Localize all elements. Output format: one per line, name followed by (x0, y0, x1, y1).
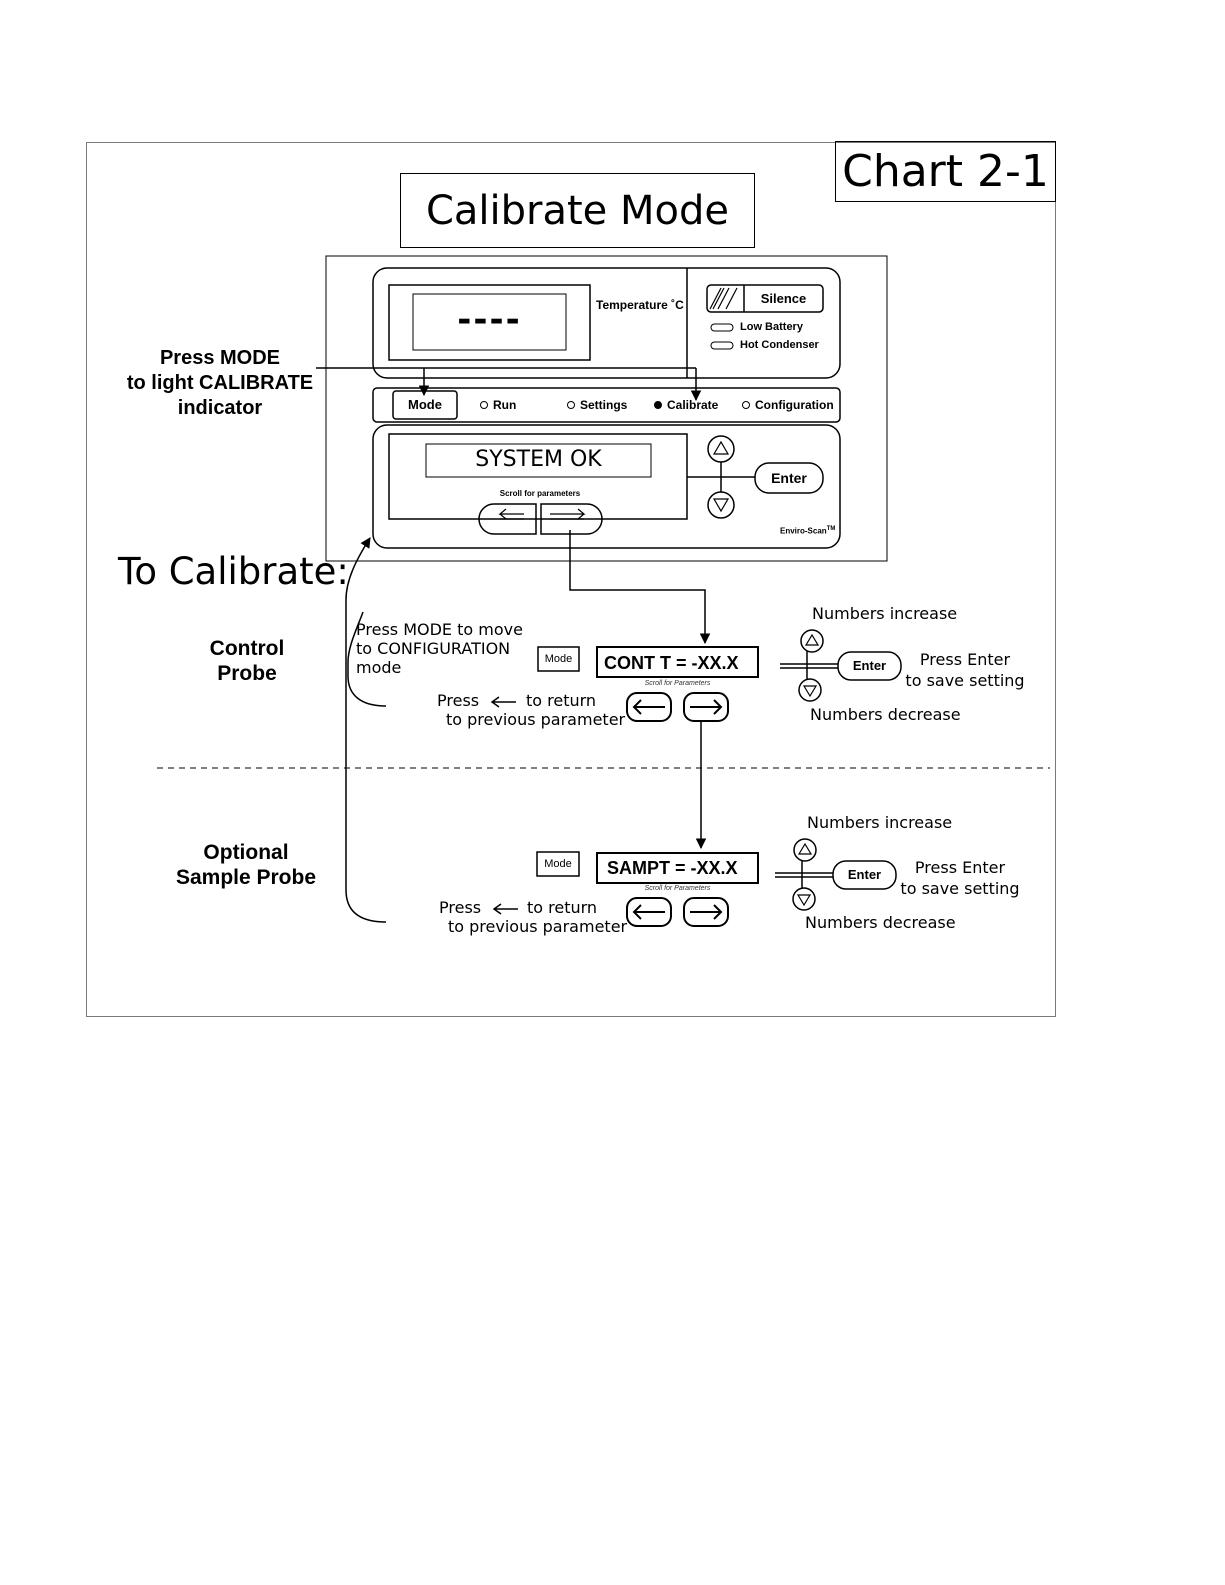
settings-indicator-label: Settings (580, 398, 628, 412)
scroll-right-arrow-icon (550, 508, 586, 520)
control-scroll-label: Scroll for Parameters (644, 680, 711, 687)
control-numbers-decrease: Numbers decrease (810, 705, 961, 724)
hot-condenser-label: Hot Condenser (740, 339, 819, 351)
mode-title: Calibrate Mode (400, 173, 755, 248)
mode-strip (372, 387, 841, 423)
control-enter-button (837, 651, 902, 681)
panel-outline (325, 255, 888, 562)
control-down-icon (802, 685, 818, 698)
sample-down-button (792, 887, 816, 911)
control-return-curve (347, 611, 387, 707)
return-to-panel-arrow (345, 537, 387, 923)
control-probe-title: Control Probe (209, 637, 285, 685)
control-scroll-left-button (626, 692, 672, 722)
low-battery-led (710, 323, 734, 332)
control-display-text: CONT T = -XX.X (604, 653, 739, 673)
sample-scroll-label: Scroll for Parameters (644, 885, 711, 892)
control-right-arrow-icon (690, 699, 723, 715)
sample-return-to: to return (527, 898, 598, 917)
scroll-left-arrow-icon (498, 508, 524, 520)
panel-down-icon (712, 498, 730, 513)
control-return-press: Press (437, 691, 480, 710)
brand-label: Enviro-ScanTM (780, 526, 836, 536)
run-indicator (480, 401, 488, 409)
control-left-arrow-icon (632, 699, 665, 715)
panel-mode-label: Mode (408, 397, 442, 412)
control-display (596, 646, 759, 678)
sample-display (596, 852, 759, 884)
control-enter-note: Press Enter to save setting (905, 650, 1025, 690)
lcd-text: SYSTEM OK (475, 447, 602, 472)
sample-mode-label: Mode (544, 858, 572, 870)
control-mode-button (537, 646, 580, 672)
control-scroll-right-button (683, 692, 729, 722)
sample-up-icon (797, 842, 813, 855)
calibrate-indicator-label: Calibrate (667, 398, 719, 412)
lcd-screen (425, 443, 652, 478)
panel-enter-button (754, 462, 824, 494)
sample-scroll-right-button (683, 897, 729, 927)
sample-mode-button (536, 851, 580, 877)
sample-down-icon (796, 894, 812, 907)
panel-scroll-label: Scroll for parameters (499, 489, 581, 498)
sample-return-previous: to previous parameter (448, 917, 628, 936)
control-return-to: to return (526, 691, 597, 710)
panel-up-icon (712, 440, 730, 455)
sample-up-button (793, 838, 817, 862)
control-up-button (800, 629, 824, 653)
low-battery-label: Low Battery (740, 321, 803, 333)
configuration-indicator (742, 401, 750, 409)
scroll-left-button (478, 503, 537, 535)
panel-enter-label: Enter (771, 470, 807, 486)
sample-numbers-increase: Numbers increase (807, 813, 953, 832)
sample-left-arrow-icon (632, 904, 665, 920)
configuration-indicator-label: Configuration (755, 398, 834, 412)
control-mode-note: Press MODE to move to CONFIGURATION mode (356, 620, 523, 677)
sample-scroll-left-button (626, 897, 672, 927)
sample-inline-left-arrow-icon (492, 903, 518, 915)
sample-right-arrow-icon (690, 904, 723, 920)
to-calibrate-heading: To Calibrate: (118, 550, 349, 593)
panel-up-button (707, 435, 735, 463)
sample-enter-note: Press Enter to save setting (900, 858, 1020, 898)
hot-condenser-led (710, 341, 734, 350)
press-mode-note: Press MODE to light CALIBRATE indicator (126, 347, 314, 419)
scroll-right-button (540, 503, 603, 535)
sample-enter-button (832, 860, 897, 890)
control-numbers-increase: Numbers increase (812, 604, 958, 623)
control-up-icon (804, 633, 820, 646)
settings-indicator (567, 401, 575, 409)
temperature-readout: ---- (457, 300, 522, 340)
run-indicator-label: Run (493, 398, 517, 412)
panel-upper-housing (372, 267, 841, 379)
silence-button (706, 284, 824, 313)
control-enter-label: Enter (852, 658, 887, 673)
calibrate-indicator (654, 401, 662, 409)
control-return-previous: to previous parameter (446, 710, 626, 729)
panel-down-button (707, 491, 735, 519)
temperature-display-bezel (388, 284, 591, 361)
silence-hatch-icon (709, 287, 738, 310)
control-inline-left-arrow-icon (490, 696, 516, 708)
sample-return-press: Press (439, 898, 482, 917)
temperature-label: Temperature ˚C (596, 298, 684, 312)
sample-display-text: SAMPT = -XX.X (607, 858, 738, 878)
chart-label: Chart 2-1 (835, 141, 1056, 202)
sample-enter-label: Enter (847, 867, 882, 882)
control-down-button (798, 678, 822, 702)
control-mode-label: Mode (544, 653, 573, 665)
temperature-display (412, 293, 567, 351)
sample-probe-title: Optional Sample Probe (175, 841, 317, 889)
silence-label: Silence (760, 291, 807, 306)
panel-lower-housing (372, 424, 841, 549)
chart-frame (86, 142, 1056, 1017)
sample-numbers-decrease: Numbers decrease (805, 913, 956, 932)
